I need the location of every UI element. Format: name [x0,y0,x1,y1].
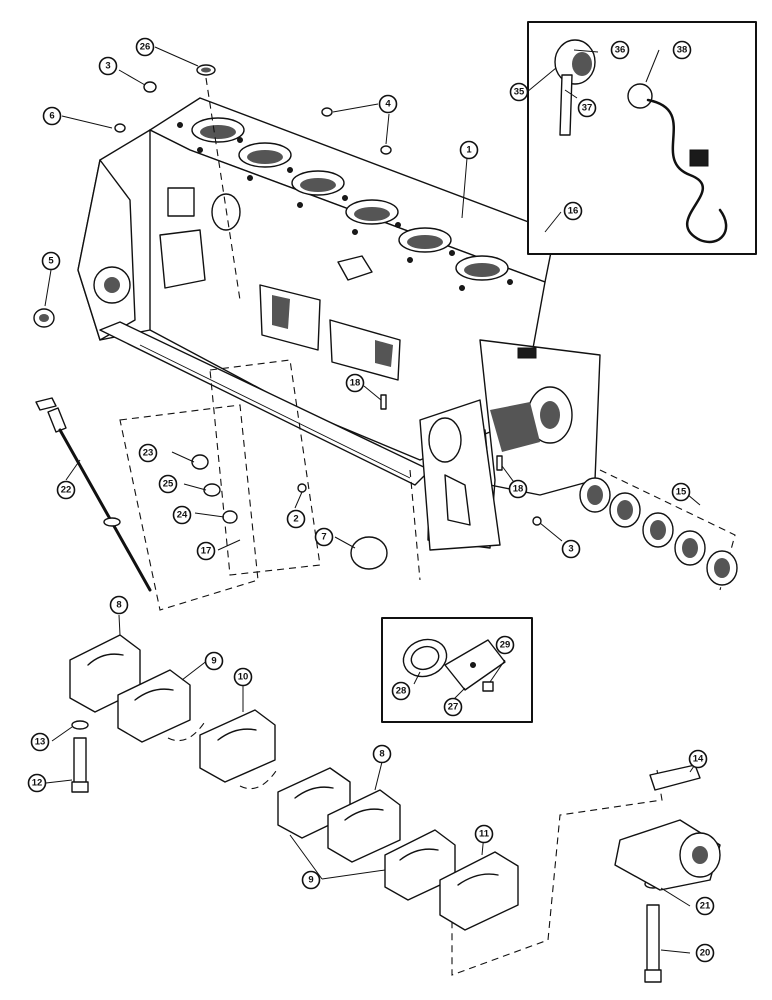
svg-text:25: 25 [163,479,174,490]
svg-text:15: 15 [676,487,687,498]
oil-line-fittings [191,454,238,524]
svg-text:20: 20 [700,948,711,959]
callout-38: 38 [672,40,692,60]
cylinder-bores [191,117,509,281]
svg-text:21: 21 [700,901,711,912]
svg-text:28: 28 [396,686,407,697]
svg-text:7: 7 [321,532,326,543]
svg-text:35: 35 [514,87,525,98]
oil-pump [614,764,721,891]
svg-text:18: 18 [350,378,361,389]
svg-text:18: 18 [513,484,524,495]
callout-9-top: 9 [204,651,224,671]
bearing-cap-10 [199,709,276,783]
svg-text:10: 10 [238,672,249,683]
svg-text:5: 5 [48,256,54,267]
callout-9-bottom: 9 [301,870,321,890]
svg-text:3: 3 [568,544,573,555]
callout-22: 22 [56,480,76,500]
assembly-guide-lines [119,77,663,976]
callout-26: 26 [135,37,155,57]
callout-37: 37 [577,98,597,118]
block-heater-inset [527,21,757,255]
bearing-cap-rear [439,851,519,931]
callout-29: 29 [495,635,515,655]
callout-18-center: 18 [345,373,365,393]
expansion-plugs [33,64,550,570]
callout-11: 11 [474,824,494,844]
callout-7: 7 [314,527,334,547]
svg-text:14: 14 [693,754,704,765]
svg-text:8: 8 [379,749,384,760]
svg-text:4: 4 [385,99,391,110]
callout-5: 5 [41,251,61,271]
svg-text:23: 23 [143,448,154,459]
callout-17: 17 [196,541,216,561]
cylinder-block [77,97,601,551]
svg-text:9: 9 [308,875,313,886]
callout-20: 20 [695,943,715,963]
svg-text:6: 6 [49,111,54,122]
svg-text:1: 1 [466,145,472,156]
callout-36: 36 [610,40,630,60]
svg-text:11: 11 [479,829,490,840]
svg-text:22: 22 [61,485,72,496]
svg-text:36: 36 [615,45,626,56]
svg-text:16: 16 [568,206,579,217]
callout-10: 10 [233,667,253,687]
bearing-cap-9a [117,669,191,743]
svg-text:8: 8 [116,600,121,611]
callout-25: 25 [158,474,178,494]
callout-23: 23 [138,443,158,463]
svg-text:24: 24 [177,510,188,521]
bearing-cap-8b [327,789,401,863]
callout-27: 27 [443,697,463,717]
svg-text:2: 2 [293,514,298,525]
main-bearing-caps [69,634,519,931]
svg-text:26: 26 [140,42,151,53]
camshaft-bearings [579,469,738,591]
callout-8-bottom: 8 [372,744,392,764]
callout-13: 13 [30,732,50,752]
svg-text:17: 17 [201,546,212,557]
callout-8-top: 8 [109,595,129,615]
callout-12: 12 [27,773,47,793]
svg-text:29: 29 [500,640,511,651]
callout-15: 15 [671,482,691,502]
svg-text:27: 27 [448,702,459,713]
svg-text:12: 12 [32,778,43,789]
callout-16: 16 [563,201,583,221]
callout-18-right: 18 [508,479,528,499]
callout-6: 6 [42,106,62,126]
callout-14: 14 [688,749,708,769]
svg-text:3: 3 [105,61,110,72]
callout-4: 4 [378,94,398,114]
svg-text:37: 37 [582,103,593,114]
bolts-and-washers [71,720,662,983]
callout-24: 24 [172,505,192,525]
callout-1: 1 [459,140,479,160]
callout-35: 35 [509,82,529,102]
callout-21: 21 [695,896,715,916]
callout-28: 28 [391,681,411,701]
svg-text:9: 9 [211,656,216,667]
callout-2: 2 [286,509,306,529]
callout-3-top: 3 [98,56,118,76]
svg-text:13: 13 [35,737,46,748]
svg-text:38: 38 [677,45,688,56]
callout-3-right: 3 [561,539,581,559]
dipstick [35,397,152,592]
